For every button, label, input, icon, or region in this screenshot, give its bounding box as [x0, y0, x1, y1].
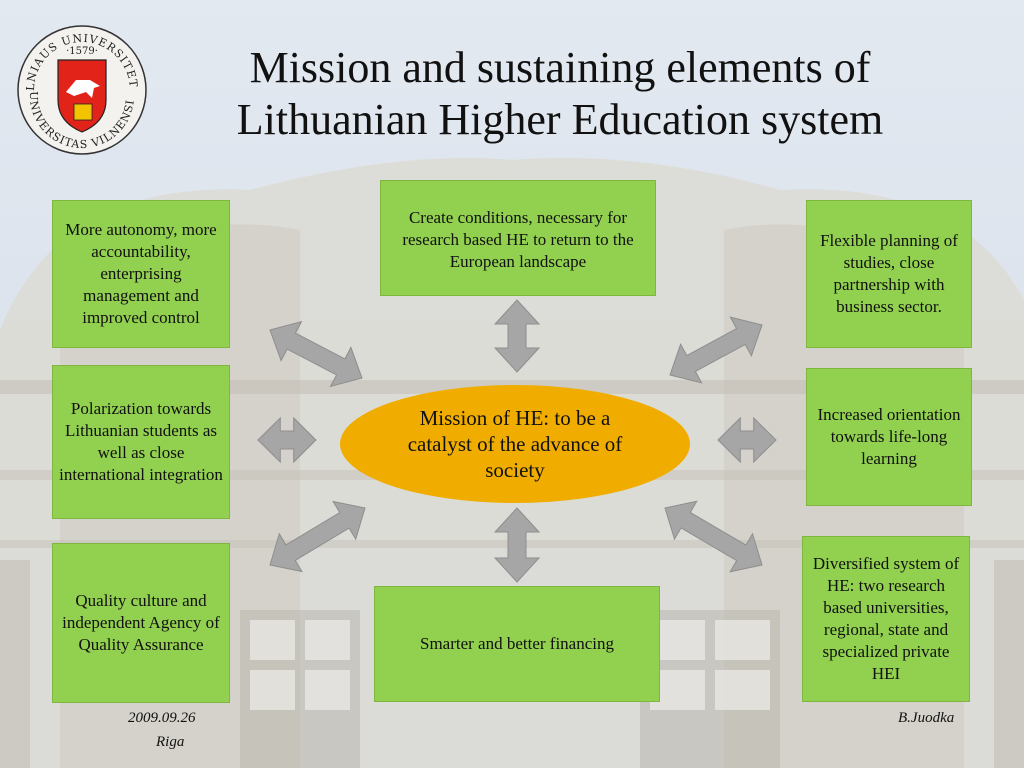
university-logo: VILNIAUS UNIVERSITETAS UNIVERSITAS VILNE… — [9, 12, 150, 158]
university-seal-icon: VILNIAUS UNIVERSITETAS UNIVERSITAS VILNE… — [9, 12, 147, 155]
box-financing: Smarter and better financing — [374, 586, 660, 702]
footer-date: 2009.09.26 — [128, 710, 196, 726]
arrow-center-lifelong — [717, 416, 777, 464]
arrow-center-research — [493, 299, 541, 373]
arrow-center-financing — [493, 507, 541, 583]
footer-author: B.Juodka — [898, 710, 955, 726]
box-lifelong-learning: Increased orientation towards life-long … — [806, 368, 972, 506]
arrow-center-diversified — [664, 500, 763, 573]
arrow-center-quality — [269, 500, 366, 573]
arrow-center-autonomy — [269, 320, 363, 388]
box-quality-culture: Quality culture and independent Agency o… — [52, 543, 230, 703]
slide-title: Mission and sustaining elements of Lithu… — [180, 42, 940, 146]
box-research-conditions: Create conditions, necessary for researc… — [380, 180, 656, 296]
box-flexible-planning: Flexible planning of studies, close part… — [806, 200, 972, 348]
footer-place: Riga — [156, 734, 185, 750]
box-diversified-system: Diversified system of HE: two research b… — [802, 536, 970, 702]
svg-text:·1579·: ·1579· — [66, 46, 98, 57]
mission-ellipse: Mission of HE: to be a catalyst of the a… — [340, 385, 690, 503]
title-line-1: Mission and sustaining elements of — [249, 43, 871, 92]
box-polarization: Polarization towards Lithuanian students… — [52, 365, 230, 519]
arrow-center-polarization — [257, 416, 317, 464]
title-line-2: Lithuanian Higher Education system — [236, 95, 884, 144]
arrow-center-planning — [669, 316, 763, 384]
box-autonomy: More autonomy, more accountability, ente… — [52, 200, 230, 348]
